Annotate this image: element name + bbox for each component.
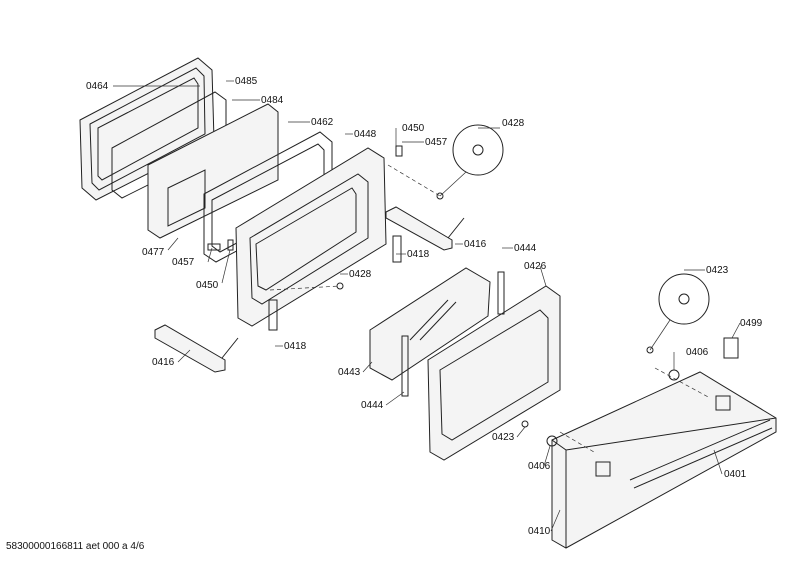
detail-circle-0423 xyxy=(649,273,710,351)
part-labels: 0464 0485 0484 0462 0448 0450 0457 0428 … xyxy=(86,76,763,537)
label-0410: 0410 xyxy=(528,526,551,537)
label-0443: 0443 xyxy=(338,367,361,378)
label-0457-left: 0457 xyxy=(172,257,195,268)
label-0423-bottom: 0423 xyxy=(492,432,515,443)
label-0401: 0401 xyxy=(724,469,747,480)
label-0485: 0485 xyxy=(235,76,258,87)
label-0457-top: 0457 xyxy=(425,137,448,148)
document-id-footer: 58300000166811 aet 000 a 4/6 xyxy=(6,541,145,552)
label-0418-bottom: 0418 xyxy=(284,341,307,352)
label-0477: 0477 xyxy=(142,247,165,258)
part-hinge-right xyxy=(385,206,465,251)
label-0444-top: 0444 xyxy=(514,243,537,254)
label-0450-left: 0450 xyxy=(196,280,219,291)
part-glass-pane xyxy=(369,267,491,381)
label-0450-top: 0450 xyxy=(402,123,425,134)
label-0418-top: 0418 xyxy=(407,249,430,260)
part-inner-glass xyxy=(147,103,279,239)
label-0428-mid: 0428 xyxy=(349,269,372,280)
label-0464: 0464 xyxy=(86,81,109,92)
leader-lines xyxy=(113,80,741,532)
part-base-plate xyxy=(551,371,777,549)
label-0423-top: 0423 xyxy=(706,265,729,276)
part-door-inner-frame xyxy=(235,147,387,327)
assembly-lines xyxy=(269,164,711,453)
label-0499: 0499 xyxy=(740,318,763,329)
label-0416-left: 0416 xyxy=(152,357,175,368)
label-0484: 0484 xyxy=(261,95,284,106)
label-0428-top: 0428 xyxy=(502,118,525,129)
label-0416-right: 0416 xyxy=(464,239,487,250)
label-0426: 0426 xyxy=(524,261,547,272)
label-0444-bottom: 0444 xyxy=(361,400,384,411)
label-0448: 0448 xyxy=(354,129,377,140)
label-0406-right: 0406 xyxy=(686,347,709,358)
detail-circle-0428 xyxy=(439,124,504,197)
part-hinge-left xyxy=(154,324,239,373)
label-0462: 0462 xyxy=(311,117,334,128)
part-small-fittings xyxy=(207,145,739,447)
label-0406-left: 0406 xyxy=(528,461,551,472)
